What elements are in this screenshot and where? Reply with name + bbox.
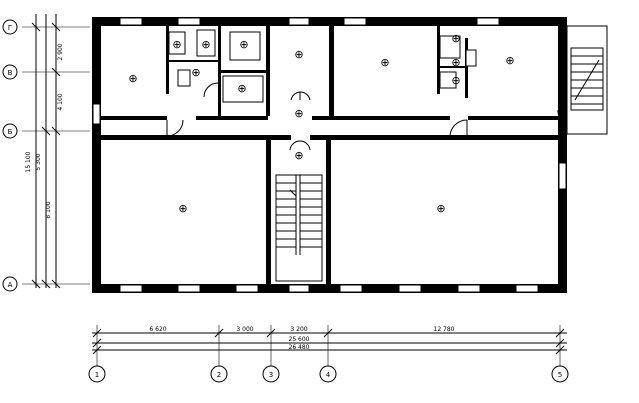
exterior-walls: [92, 17, 567, 293]
col-axis-5: 5: [551, 365, 569, 383]
interior-walls: [101, 26, 558, 285]
external-staircase: [566, 25, 608, 135]
lamp-icon: ⊕: [172, 38, 181, 51]
svg-text:Г: Г: [8, 24, 12, 32]
col-axis-1: 1: [88, 365, 106, 383]
lamp-icon: ⊕: [294, 48, 303, 61]
dim-left-chain-2: 4 100: [57, 93, 64, 110]
row-axis-g: Г: [2, 19, 18, 35]
dim-bottom-chain-1: 6 620: [149, 326, 166, 333]
svg-text:В: В: [8, 69, 13, 77]
dim-bottom-overall-inner: 25 600: [289, 336, 310, 343]
col-axis-4: 4: [319, 365, 337, 383]
svg-text:2: 2: [217, 371, 221, 379]
row-axis-a: А: [2, 276, 18, 292]
dim-bottom-chain-2: 3 000: [236, 326, 253, 333]
lamp-icon: ⊕: [451, 74, 460, 87]
svg-text:3: 3: [269, 371, 273, 379]
lamp-icon: ⊕: [380, 56, 389, 69]
left-dimension-lines: [22, 14, 90, 289]
row-axis-b: Б: [2, 123, 18, 139]
svg-text:4: 4: [326, 371, 331, 379]
lamp-icon: ⊕: [201, 38, 210, 51]
dim-bottom-chain-4: 12 780: [434, 326, 455, 333]
lamp-icon: ⊕: [239, 38, 248, 51]
doors: [166, 82, 568, 151]
svg-text:А: А: [8, 281, 13, 289]
dim-bottom-chain-3: 3 200: [290, 326, 307, 333]
dim-bottom-overall-outer: 26 480: [289, 344, 310, 351]
dim-left-partial: 5 300: [35, 153, 42, 170]
lamp-icon: ⊕: [128, 72, 137, 85]
window-left: [92, 103, 101, 125]
windows-bottom: [119, 284, 539, 293]
windows-top: [119, 17, 500, 26]
bottom-dimension-lines: [92, 325, 567, 366]
lamp-icon: ⊕: [451, 32, 460, 45]
col-axis-2: 2: [210, 365, 228, 383]
svg-text:5: 5: [558, 371, 562, 379]
col-axis-3: 3: [262, 365, 280, 383]
lamp-icon: ⊕: [505, 54, 514, 67]
dim-left-chain-3: 8 100: [45, 201, 52, 218]
dim-left-chain-1: 2 900: [57, 43, 64, 60]
lamp-icon: ⊕: [178, 202, 187, 215]
ceiling-lamps: ⊕ ⊕ ⊕ ⊕ ⊕ ⊕ ⊕ ⊕ ⊕ ⊕ ⊕ ⊕ ⊕ ⊕ ⊕ ⊕: [128, 32, 514, 215]
central-staircase: [275, 174, 323, 282]
lamp-icon: ⊕: [436, 202, 445, 215]
lamp-icon: ⊕: [191, 66, 200, 79]
lamp-icon: ⊕: [294, 107, 303, 120]
lamp-icon: ⊕: [294, 149, 303, 162]
dim-left-overall-outer: 15 100: [25, 151, 32, 172]
svg-text:Б: Б: [8, 128, 13, 136]
svg-text:1: 1: [95, 371, 99, 379]
lamp-icon: ⊕: [237, 82, 246, 95]
lamp-icon: ⊕: [451, 56, 460, 69]
sanitary-fixtures: [168, 29, 477, 103]
window-right: [558, 162, 567, 190]
row-axis-v: В: [2, 64, 18, 80]
